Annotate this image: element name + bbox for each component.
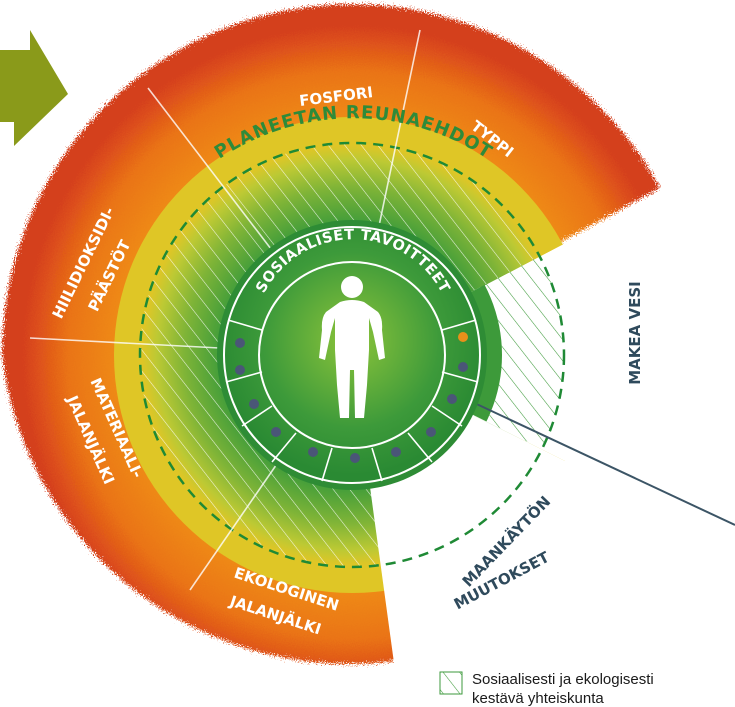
safe-space-hatch xyxy=(140,143,564,567)
legend-label-line2: kestävä yhteiskunta xyxy=(472,690,604,707)
arrow-icon xyxy=(0,30,68,146)
human-figure-icon xyxy=(319,276,385,418)
social-dots xyxy=(235,332,468,463)
pointer-line xyxy=(467,399,735,526)
ecological-ceiling-line xyxy=(138,141,566,569)
legend-swatch xyxy=(439,671,463,695)
legend-label-line1: Sosiaalisesti ja ekologisesti xyxy=(472,671,654,688)
legend: Sosiaalisesti ja ekologisesti kestävä yh… xyxy=(439,671,654,707)
label-makea-vesi: MAKEA VESI xyxy=(626,281,644,384)
